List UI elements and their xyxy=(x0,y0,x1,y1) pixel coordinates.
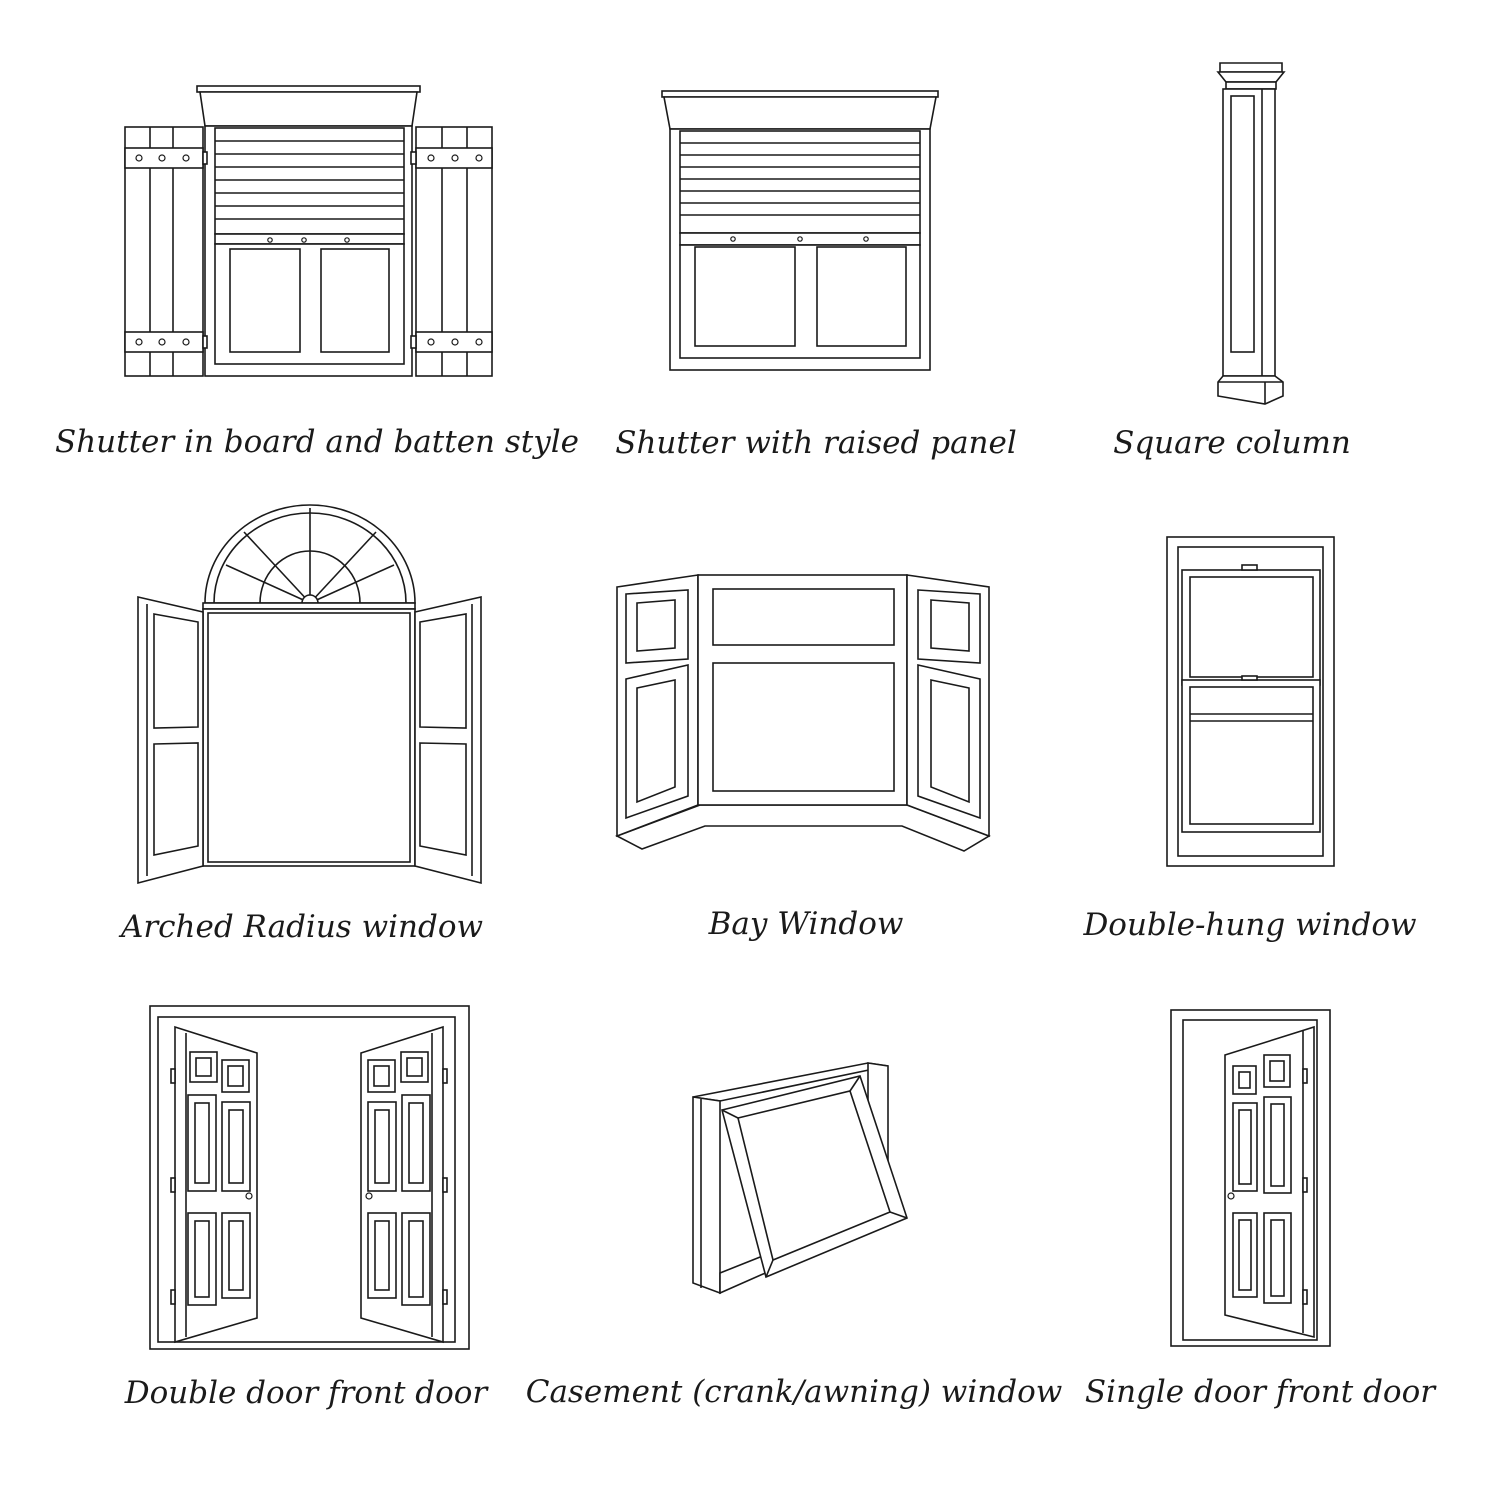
board-batten-shutter-drawing xyxy=(124,85,493,377)
bay-window-drawing xyxy=(615,574,991,852)
caption-double-door: Double door front door xyxy=(124,1375,488,1411)
raised-panel-shutter-drawing xyxy=(661,90,939,371)
double-hung-window-drawing xyxy=(1166,536,1335,867)
double-door-drawing xyxy=(149,1005,470,1350)
caption-raised-panel-shutter: Shutter with raised panel xyxy=(615,425,1017,461)
caption-bay-window: Bay Window xyxy=(708,906,904,942)
square-column-drawing xyxy=(1216,62,1286,405)
single-door-drawing xyxy=(1170,1009,1331,1347)
caption-arched-radius-window: Arched Radius window xyxy=(120,909,484,945)
caption-square-column: Square column xyxy=(1113,425,1351,461)
casement-window-drawing xyxy=(692,1062,908,1295)
caption-single-door: Single door front door xyxy=(1084,1374,1436,1410)
caption-double-hung-window: Double-hung window xyxy=(1083,907,1417,943)
arched-radius-window-drawing xyxy=(137,504,482,885)
caption-board-batten-shutter: Shutter in board and batten style xyxy=(54,424,580,460)
caption-casement-window: Casement (crank/awning) window xyxy=(525,1374,1063,1410)
